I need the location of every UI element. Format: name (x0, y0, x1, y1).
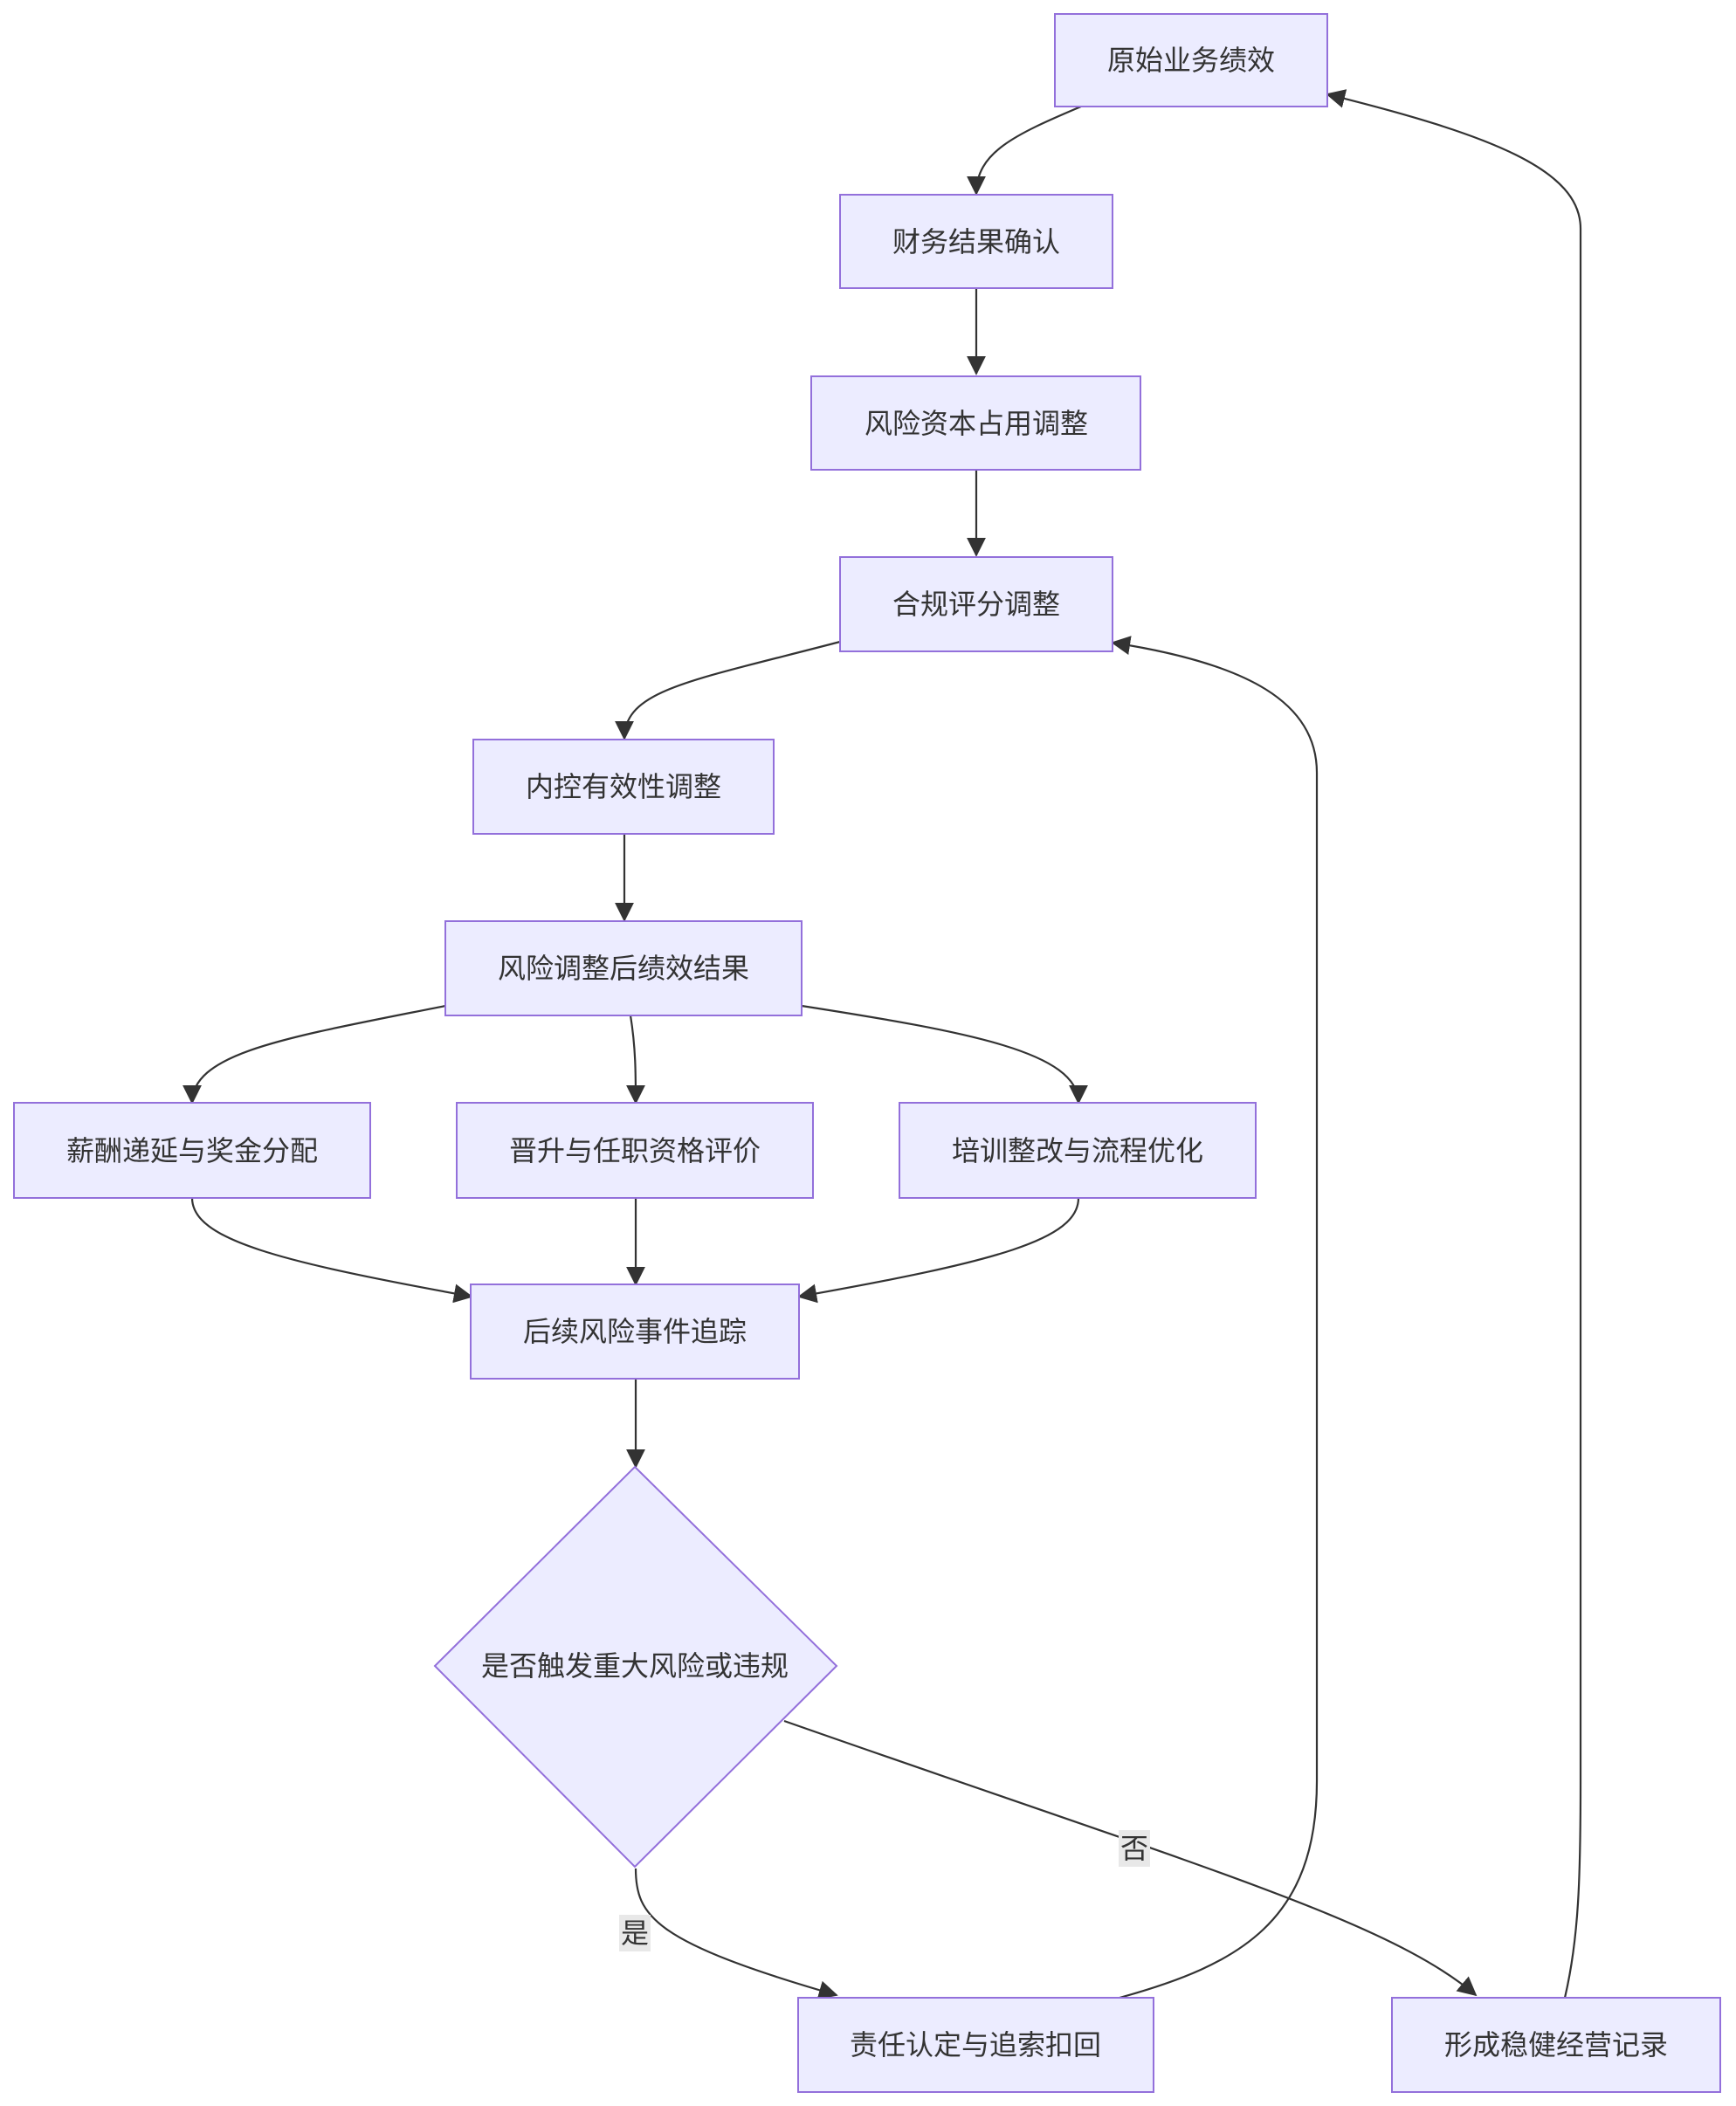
edge-n11-n4 (1111, 636, 1319, 1999)
edge-n6-n7 (183, 1004, 446, 1105)
edge-decision-n11 (634, 1868, 838, 1999)
node-original-performance: 原始业务绩效 (1054, 13, 1328, 107)
edge-n6-n9 (801, 1004, 1088, 1105)
node-risk-event-tracking: 后续风险事件追踪 (470, 1284, 800, 1380)
node-compliance-adjustment-label: 合规评分调整 (892, 588, 1060, 621)
edge-label-yes: 是 (619, 1915, 651, 1951)
node-compensation-deferral: 薪酬递延与奖金分配 (13, 1102, 371, 1199)
node-compensation-deferral-label: 薪酬递延与奖金分配 (66, 1134, 318, 1167)
node-promotion-evaluation-label: 晋升与任职资格评价 (509, 1134, 761, 1167)
edge-n4-n5 (615, 640, 841, 740)
edge-n12-n1 (1326, 89, 1582, 1999)
node-compliance-adjustment: 合规评分调整 (839, 556, 1113, 652)
edge-label-no: 否 (1119, 1830, 1150, 1867)
node-accountability-clawback-label: 责任认定与追索扣回 (850, 2028, 1101, 2061)
node-sound-operation-record: 形成稳健经营记录 (1391, 1997, 1721, 2093)
node-original-performance-label: 原始业务绩效 (1107, 44, 1275, 77)
edge-label-yes-text: 是 (621, 1917, 649, 1950)
edges (183, 89, 1582, 1999)
edge-n1-n2 (967, 105, 1082, 196)
node-sound-operation-record-label: 形成稳健经营记录 (1444, 2028, 1668, 2061)
node-accountability-clawback: 责任认定与追索扣回 (797, 1997, 1154, 2093)
edge-n9-n10 (797, 1197, 1080, 1304)
decision-major-risk-label: 是否触发重大风险或违规 (481, 1649, 789, 1683)
node-training-remediation: 培训整改与流程优化 (899, 1102, 1257, 1199)
node-internal-control-adjustment: 内控有效性调整 (472, 739, 775, 835)
edge-label-no-text: 否 (1120, 1832, 1148, 1865)
node-financial-confirmation-label: 财务结果确认 (892, 225, 1060, 258)
edge-decision-n12 (783, 1719, 1478, 1997)
node-risk-event-tracking-label: 后续风险事件追踪 (523, 1315, 747, 1348)
edge-n7-n10 (190, 1197, 473, 1304)
decision-major-risk: 是否触发重大风险或违规 (433, 1465, 838, 1869)
node-financial-confirmation: 财务结果确认 (839, 194, 1113, 289)
node-risk-capital-adjustment-label: 风险资本占用调整 (865, 407, 1088, 440)
node-training-remediation-label: 培训整改与流程优化 (952, 1134, 1203, 1167)
node-risk-adjusted-result-label: 风险调整后绩效结果 (498, 952, 749, 985)
node-promotion-evaluation: 晋升与任职资格评价 (456, 1102, 814, 1199)
edge-n6-n8 (625, 1015, 645, 1105)
node-internal-control-adjustment-label: 内控有效性调整 (526, 770, 721, 803)
node-risk-adjusted-result: 风险调整后绩效结果 (444, 920, 803, 1016)
node-risk-capital-adjustment: 风险资本占用调整 (810, 375, 1141, 471)
